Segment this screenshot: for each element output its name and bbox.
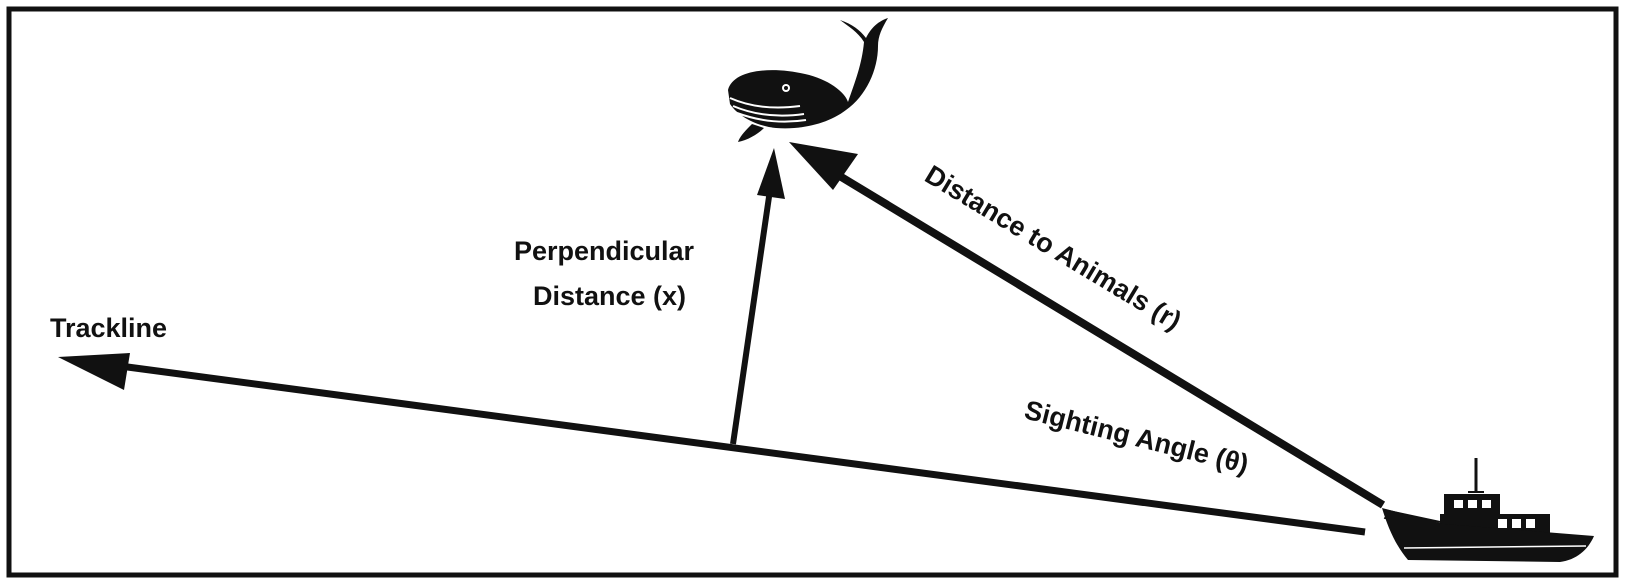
boat-icon bbox=[1382, 458, 1594, 562]
diagram-frame bbox=[6, 6, 1619, 578]
whale-icon bbox=[728, 18, 888, 142]
trackline-label: Trackline bbox=[50, 313, 167, 343]
perpendicular-distance-label-line1: Perpendicular bbox=[514, 236, 695, 266]
trackline-arrow bbox=[58, 353, 1366, 536]
perpendicular-distance-arrow bbox=[730, 148, 785, 445]
perpendicular-distance-label-line2: Distance (x) bbox=[533, 281, 686, 311]
distance-to-animal-arrow bbox=[789, 142, 1386, 509]
